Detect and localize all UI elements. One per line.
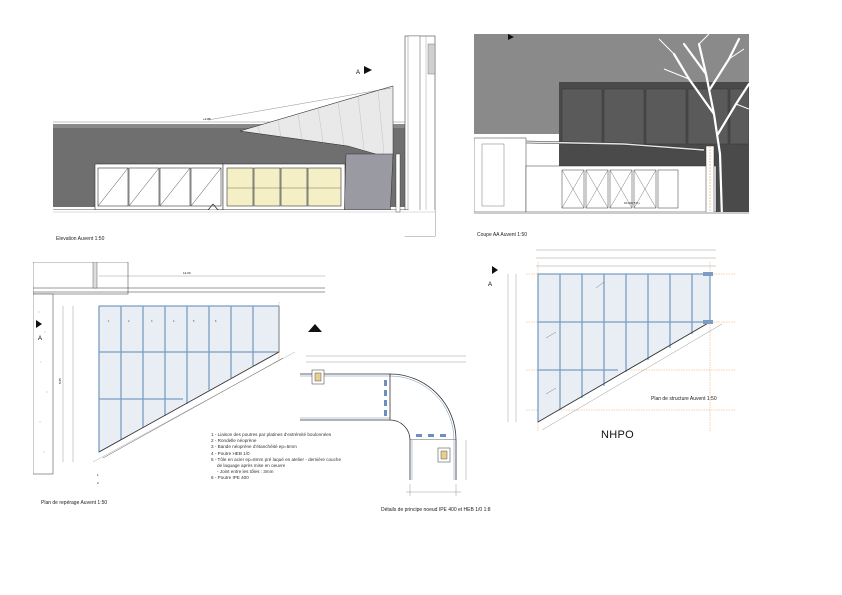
marking-plan-drawing: 12.00 8.65 1 2 3 4 5 6 A 1 2 (33, 262, 325, 485)
caption-section: Coupe AA Auvent 1:50 (477, 232, 528, 238)
svg-text:3: 3 (151, 320, 153, 323)
elevation-drawing: +4.85 A (53, 35, 436, 237)
svg-text:±0.00 (T.N.): ±0.00 (T.N.) (624, 201, 640, 205)
legend-item: 4 - Poutre HEB 1/0 (211, 450, 250, 456)
section-marker: A (38, 336, 42, 342)
svg-text:4: 4 (173, 320, 175, 323)
caption-elevation: Elevation Auvent 1:50 (56, 236, 105, 242)
section-marker: A (356, 70, 360, 76)
structure-plan-drawing: A (488, 249, 736, 432)
svg-text:5: 5 (193, 320, 195, 323)
legend: 1 - Liaison des poutres par platines d'e… (211, 432, 341, 482)
svg-text:8.65: 8.65 (58, 378, 62, 384)
legend-item: 6 - Poutre IPE 400 (211, 475, 249, 481)
svg-text:1: 1 (108, 320, 110, 323)
detail-drawing (300, 355, 467, 496)
legend-item: 5 - Tôle en acier ep=8mm pré laqué en at… (211, 456, 342, 462)
svg-text:6: 6 (215, 320, 217, 323)
stamp: NHPO (601, 429, 634, 441)
legend-item: - Joint entre les tôles : 3mm (217, 469, 274, 475)
legend-item: 2 - Rondelle néoprène (211, 438, 257, 444)
svg-text:1: 1 (97, 473, 99, 477)
section-drawing: ±0.00 (T.N.) (474, 34, 749, 230)
legend-item: 1 - Liaison des poutres par platines d'e… (211, 432, 332, 437)
svg-text:2: 2 (128, 320, 130, 323)
caption-detail: Détails de principe noeud IPE 400 et HEB… (381, 507, 491, 513)
caption-marking-plan: Plan de repérage Auvent 1:50 (41, 500, 108, 506)
svg-text:12.00: 12.00 (183, 271, 191, 275)
legend-item: 3 - Bande néoprène d'étanchéité ep=5mm (211, 444, 297, 450)
caption-structure-plan: Plan de structure Auvent 1:50 (651, 396, 717, 402)
svg-text:+4.85: +4.85 (203, 117, 211, 121)
section-arrow-icon (364, 66, 372, 74)
legend-item: de laquage après mise en oeuvre (217, 463, 286, 469)
svg-text:2: 2 (97, 481, 99, 485)
section-marker: A (488, 282, 492, 288)
